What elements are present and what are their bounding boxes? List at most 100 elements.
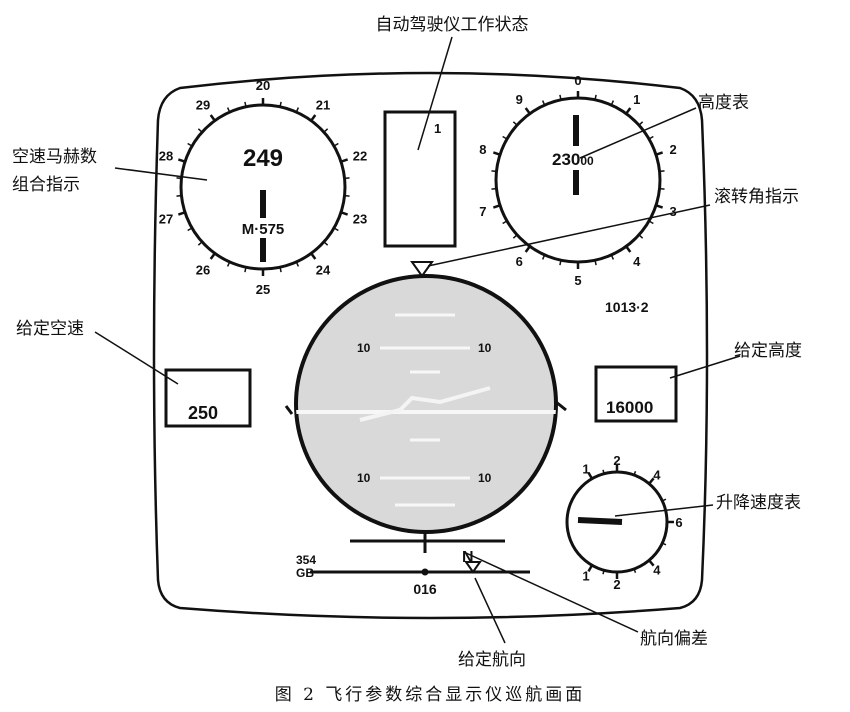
- alt-tick: [502, 135, 508, 140]
- as-tick-label: 26: [196, 262, 210, 277]
- as-tick: [333, 227, 339, 232]
- alt-tick: [655, 204, 664, 209]
- heading-center-value: 016: [413, 581, 437, 597]
- as-tick: [197, 128, 203, 133]
- as-tick: [333, 142, 339, 147]
- pitch-label-10-lr: 10: [478, 471, 492, 485]
- alt-tick: [512, 234, 518, 239]
- autopilot-status-box: [383, 110, 457, 248]
- vsi-tick: [587, 472, 594, 480]
- label-roll-indicator: 滚转角指示: [714, 187, 799, 207]
- as-tick: [279, 267, 282, 273]
- vsi-tick-label: 4: [653, 562, 661, 577]
- as-tick: [244, 101, 247, 107]
- alt-tick-label: 9: [516, 92, 523, 107]
- as-tick: [340, 158, 349, 163]
- autopilot-status-value: 1: [434, 121, 441, 136]
- as-tick: [187, 142, 193, 147]
- alt-tick-label: 0: [574, 73, 581, 88]
- alt-tick: [610, 254, 615, 260]
- alt-tick-label: 5: [574, 273, 581, 288]
- vsi-tick: [633, 568, 637, 573]
- alt-tick: [648, 220, 654, 225]
- as-tick: [323, 128, 329, 133]
- alt-tick: [659, 187, 665, 190]
- horizon-tick-left: [284, 405, 294, 415]
- set-airspeed-value: 250: [188, 403, 218, 423]
- as-tick: [209, 252, 216, 260]
- as-tick: [176, 194, 182, 197]
- alt-tick: [559, 94, 562, 100]
- as-tick: [344, 177, 350, 180]
- leader-lines: [94, 36, 741, 644]
- alt-tick: [524, 245, 531, 253]
- alt-tick: [492, 204, 501, 209]
- alt-tick: [491, 170, 497, 173]
- alt-tick: [648, 135, 654, 140]
- label-set-airspeed: 给定空速: [16, 319, 84, 339]
- as-tick: [209, 114, 216, 122]
- pitch-label-10-ll: 10: [357, 471, 371, 485]
- pitch-label-10-ur: 10: [478, 341, 492, 355]
- as-tick-label: 27: [159, 211, 173, 226]
- heading-left-sub: GB: [296, 566, 314, 580]
- label-vsi: 升降速度表: [716, 493, 801, 513]
- vsi-tick: [602, 570, 605, 575]
- label-altimeter: 高度表: [698, 93, 749, 113]
- alt-tick: [492, 151, 501, 156]
- as-tick-label: 29: [196, 97, 210, 112]
- alt-tick: [610, 100, 615, 106]
- vsi-tick-label: 4: [653, 468, 661, 483]
- vsi-needle: [577, 517, 623, 525]
- vsi-tick: [648, 559, 655, 567]
- attitude-indicator: 10 10 10 10: [284, 274, 567, 534]
- aircraft-symbol: [359, 386, 491, 422]
- vsi-tick: [633, 471, 637, 476]
- vsi-tick-label: 6: [675, 515, 682, 530]
- heading-left-value: 354: [296, 553, 316, 567]
- vsi-tick-label: 1: [582, 461, 589, 476]
- pressure-setting: 1013·2: [605, 299, 649, 315]
- alt-tick: [638, 234, 644, 239]
- set-altitude-value: 16000: [606, 398, 653, 417]
- as-tick: [187, 227, 193, 232]
- label-set-altitude: 给定高度: [734, 341, 802, 361]
- alt-tick: [594, 260, 597, 266]
- as-tick: [226, 107, 231, 113]
- heading-bug-marker: N: [462, 549, 474, 566]
- as-tick: [323, 241, 329, 246]
- as-tick: [226, 261, 231, 267]
- alt-tick: [559, 260, 562, 266]
- as-tick-label: 21: [316, 97, 330, 112]
- figure-caption: 图 2 飞行参数综合显示仪巡航画面: [275, 685, 586, 705]
- vsi-tick: [661, 542, 667, 546]
- as-tick: [197, 241, 203, 246]
- heading-bug-triangle: [464, 561, 482, 574]
- roll-pointer: [410, 261, 434, 278]
- set-altitude-box: [594, 365, 678, 423]
- alt-tick: [625, 245, 632, 253]
- alt-tick: [625, 107, 632, 115]
- label-airspeed-mach-2: 组合指示: [12, 175, 80, 195]
- as-tick: [344, 194, 350, 197]
- vsi-tick-label: 2: [613, 577, 620, 592]
- vsi-tick-label: 1: [582, 569, 589, 584]
- as-tick: [295, 107, 300, 113]
- alt-tick: [655, 151, 664, 156]
- as-tick-label: 22: [353, 148, 367, 163]
- airspeed-value: 249: [243, 145, 283, 172]
- label-set-heading: 给定航向: [458, 650, 526, 670]
- label-autopilot-status: 自动驾驶仪工作状态: [376, 15, 529, 35]
- alt-tick-label: 2: [669, 142, 676, 157]
- as-tick-label: 20: [256, 78, 270, 93]
- alt-tick: [638, 121, 644, 126]
- alt-tick-label: 6: [516, 254, 523, 269]
- heading-scale: 354 GB 016 N: [296, 533, 530, 597]
- as-tick-label: 23: [353, 211, 367, 226]
- as-tick-label: 24: [316, 262, 331, 277]
- as-tick: [279, 101, 282, 107]
- alt-tick-label: 4: [633, 254, 641, 269]
